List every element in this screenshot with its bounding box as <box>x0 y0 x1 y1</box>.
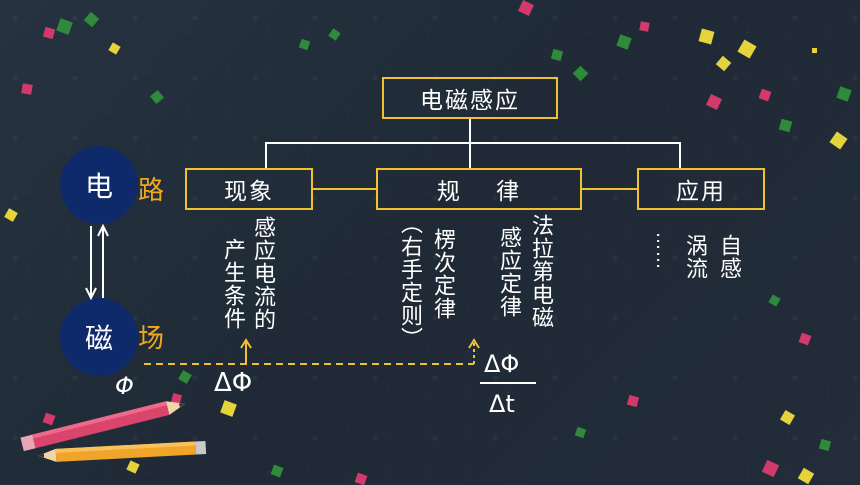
faraday-col-2: 感应定律 <box>496 226 521 318</box>
link-law-application <box>582 188 637 190</box>
field-side-label: 场 <box>138 324 165 354</box>
dashed-flow-line <box>144 338 480 365</box>
fraction-bar <box>480 382 536 384</box>
application-box: 应用 <box>637 168 765 210</box>
pencil-icons <box>20 401 207 462</box>
field-circle: 磁 <box>60 298 138 376</box>
fraction-numerator: ΔΦ <box>484 350 520 378</box>
connector-horizontal <box>266 142 680 144</box>
circuit-circle: 电 <box>60 146 138 224</box>
title-box: 电磁感应 <box>382 77 558 119</box>
circuit-circle-label: 电 <box>84 170 113 203</box>
double-arrow <box>85 223 109 301</box>
connector-left-down <box>265 142 267 168</box>
application-col-1: 自感 <box>716 234 741 280</box>
faraday-col-1: 法拉第电磁 <box>528 214 553 329</box>
application-col-3: …… <box>652 232 673 270</box>
phenomenon-col-1: 感应电流的 <box>250 216 275 331</box>
connector-title-down <box>469 119 471 143</box>
law-col-2: （右手定则） <box>397 212 422 350</box>
phenomenon-box: 现象 <box>185 168 313 210</box>
application-col-2: 涡流 <box>682 234 707 280</box>
phi-symbol: Φ <box>115 372 134 400</box>
fraction-denominator: Δt <box>489 390 515 418</box>
application-label: 应用 <box>676 179 726 205</box>
link-phenomenon-law <box>313 188 376 190</box>
field-circle-label: 磁 <box>84 322 113 355</box>
title-text: 电磁感应 <box>420 88 520 114</box>
connector-right-down <box>679 142 681 168</box>
phenomenon-label: 现象 <box>224 179 274 205</box>
law-label: 规 律 <box>436 179 522 205</box>
delta-phi-symbol: ΔΦ <box>214 368 253 398</box>
circuit-side-label: 路 <box>138 176 165 206</box>
law-box: 规 律 <box>376 168 582 210</box>
connector-middle-down <box>469 142 471 168</box>
law-col-1: 楞次定律 <box>430 228 455 320</box>
phenomenon-col-2: 产生条件 <box>220 238 245 330</box>
